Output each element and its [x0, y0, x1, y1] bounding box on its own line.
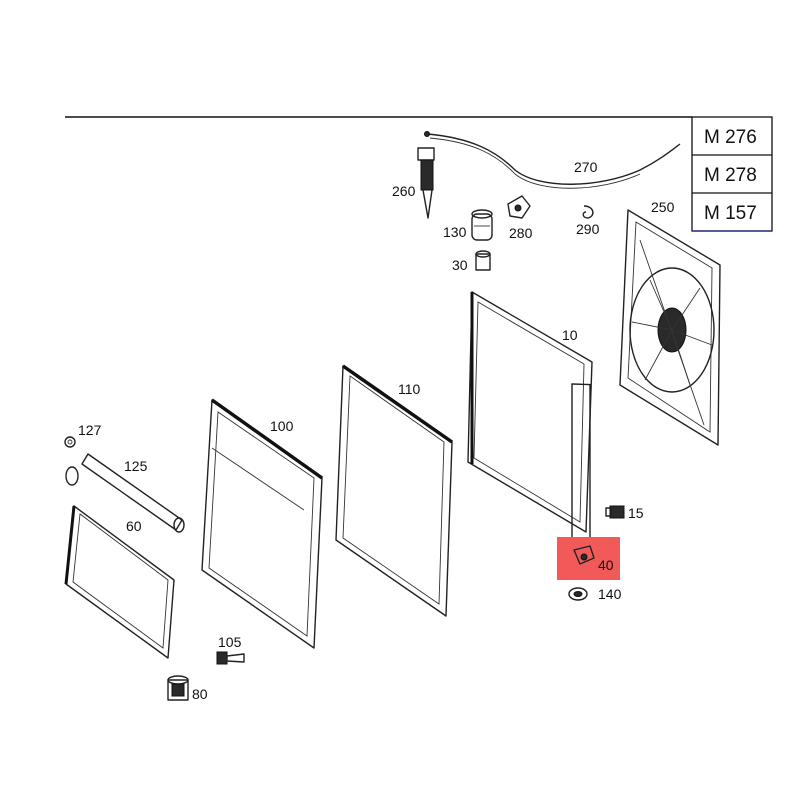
label-140: 140	[598, 586, 622, 602]
label-290: 290	[576, 221, 600, 237]
clip-290	[582, 205, 594, 219]
label-250: 250	[651, 199, 675, 215]
rubber-mount-80	[167, 675, 189, 701]
mount-40	[573, 545, 595, 565]
condenser-frame-110	[335, 364, 454, 617]
grommet-140	[568, 587, 588, 601]
label-100: 100	[270, 418, 294, 434]
label-40: 40	[598, 557, 614, 573]
sensor-260	[417, 147, 435, 219]
bolt-105	[216, 651, 245, 665]
hose-end-cap	[424, 131, 430, 137]
part-40-highlight[interactable]	[557, 537, 620, 580]
label-260: 260	[392, 183, 416, 199]
washer-127	[64, 436, 76, 448]
engine-variant-table: M 276 M 278 M 157	[691, 116, 773, 232]
label-110: 110	[398, 381, 421, 397]
label-127: 127	[78, 422, 102, 438]
hose-line-270-inner	[429, 137, 641, 189]
aux-cooler-60	[64, 505, 175, 659]
bushing-30	[475, 250, 491, 271]
label-15: 15	[628, 505, 644, 521]
label-105: 105	[218, 634, 242, 650]
label-280: 280	[509, 225, 533, 241]
drain-plug-15	[605, 505, 625, 519]
label-80: 80	[192, 686, 208, 702]
hose-line-270	[427, 133, 681, 185]
label-125: 125	[124, 458, 148, 474]
fan-shroud-250	[619, 209, 721, 446]
connector-280	[507, 195, 531, 219]
label-130: 130	[443, 224, 467, 240]
label-270: 270	[574, 159, 598, 175]
engine-variant-3: M 157	[704, 203, 757, 224]
charge-air-cooler-100	[201, 398, 324, 649]
label-30: 30	[452, 257, 468, 273]
label-10: 10	[562, 327, 578, 343]
rod-125	[65, 453, 185, 533]
engine-variant-2: M 278	[704, 165, 757, 186]
engine-variant-1: M 276	[704, 127, 757, 148]
label-60: 60	[126, 518, 142, 534]
cap-130	[471, 209, 493, 241]
